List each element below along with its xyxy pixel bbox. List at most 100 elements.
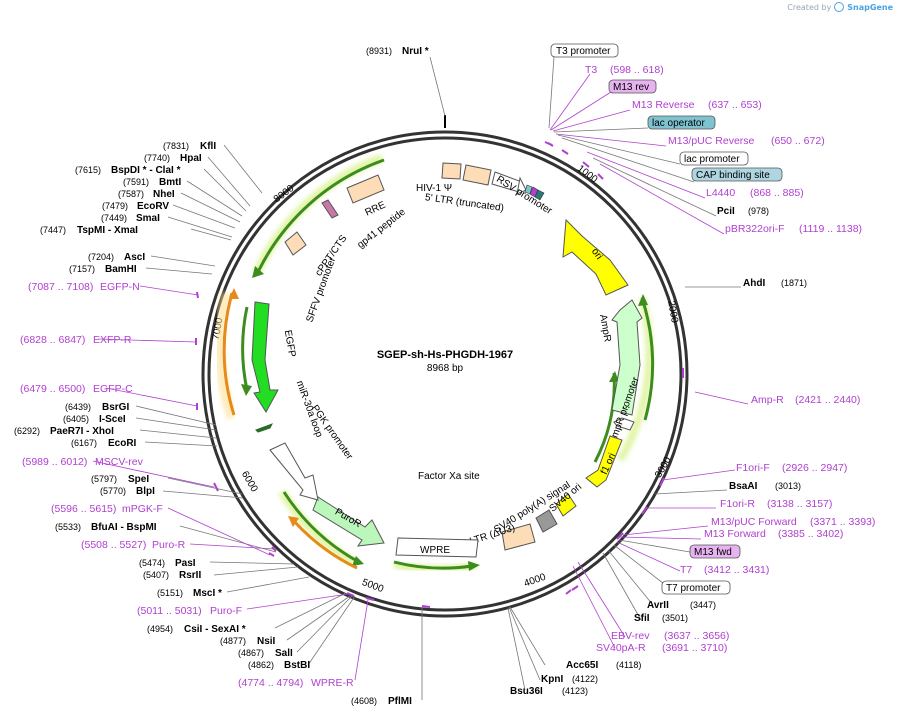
- primer-name-mpgk-f: mPGK-F: [122, 503, 163, 515]
- green-track-right-1: [640, 297, 655, 421]
- feature-3-ltr: [501, 523, 536, 551]
- primer-name-mscv-rev: MSCV-rev: [95, 456, 144, 468]
- credit-brand: SnapGene: [847, 2, 893, 12]
- enzyme-pos-ecori: (6167): [71, 438, 97, 448]
- primer-range-exfp-r: (6828 .. 6847): [20, 334, 85, 346]
- leader-lines: [92, 56, 749, 700]
- enzyme-labels: (8931) NruI * (7831) KflI (7740) HpaI (7…: [14, 46, 807, 707]
- enzyme-pos-acc65i: (4118): [616, 660, 641, 670]
- box-label-t7-promoter: T7 promoter: [666, 583, 721, 594]
- primer-range-l4440: (868 .. 885): [750, 187, 804, 199]
- enzyme-name-nhei: NheI: [153, 189, 175, 200]
- primer-range-f1ori-r: (3138 .. 3157): [767, 498, 832, 510]
- plasmid-name: SGEP-sh-Hs-PHGDH-1967: [377, 349, 513, 361]
- enzyme-pos-bamhi: (7157): [69, 264, 95, 274]
- enzyme-name-ecorv: EcoRV: [137, 201, 169, 212]
- feature-ampr: [611, 299, 643, 416]
- feature-puror: [312, 496, 385, 547]
- label-ori: ori: [589, 246, 604, 261]
- primer-range-f1ori-f: (2926 .. 2947): [782, 462, 847, 474]
- primer-name-f1ori-r: F1ori-R: [720, 498, 755, 510]
- primer-name-t7: T7: [680, 564, 692, 576]
- feature-rre: [346, 174, 385, 204]
- enzyme-name-pasi: PasI: [175, 558, 196, 569]
- enzyme-pos-asci: (7204): [88, 252, 114, 262]
- box-m13-rev: [608, 79, 657, 94]
- green-track-bottom-arrowhead: [468, 561, 480, 571]
- enzyme-name-bsrgi: BsrGI: [102, 402, 129, 413]
- primer-range-ebv-rev: (3637 .. 3656): [664, 630, 729, 642]
- feature-sv40-polya: [535, 509, 558, 533]
- feature-hiv-psi: [441, 162, 462, 180]
- box-lac-operator: [647, 115, 716, 130]
- enzyme-name-bsaai: BsaAI: [729, 481, 758, 492]
- enzyme-pos-pasi: (5474): [139, 558, 165, 568]
- enzyme-name-pcii: PciI: [717, 206, 735, 217]
- label-egfp: EGFP: [282, 329, 298, 358]
- box-t7-promoter: [661, 580, 731, 595]
- enzyme-pos-sali: (4867): [238, 648, 264, 658]
- primer-name-puro-r: Puro-R: [152, 539, 186, 551]
- primer-range-t3: (598 .. 618): [610, 64, 664, 76]
- rsv-promoter-arrowhead: [516, 176, 527, 195]
- feature-ampr-promoter: [613, 417, 635, 431]
- primer-name-l4440: L4440: [706, 187, 735, 199]
- box-label-lac-operator: lac operator: [652, 118, 705, 129]
- primer-name-f1ori-f: F1ori-F: [736, 462, 770, 474]
- enzyme-pos-nhei: (7587): [118, 189, 144, 199]
- enzyme-name-avrii: AvrII: [647, 600, 669, 611]
- primer-labels: T3 (598 .. 618) M13 Reverse (637 .. 653)…: [20, 64, 875, 689]
- enzyme-pos-blpi: (5770): [100, 486, 126, 496]
- enzyme-name-nrui: NruI *: [402, 46, 429, 57]
- enzyme-pos-bspdi: (7615): [75, 165, 101, 175]
- feature-mir30a-loop: [255, 423, 274, 433]
- label-ampr: AmpR: [597, 314, 613, 343]
- enzyme-name-hpai: HpaI: [180, 153, 202, 164]
- enzyme-name-paer7i: PaeR7I - XhoI: [50, 426, 114, 437]
- enzyme-name-rsrii: RsrII: [179, 570, 201, 581]
- tick-label-6000: 6000: [239, 469, 260, 494]
- box-label-m13-rev: M13 rev: [613, 82, 649, 93]
- enzyme-name-bspdi: BspDI * - ClaI *: [111, 165, 181, 176]
- credit-text: Created by: [787, 2, 832, 12]
- orange-track-left: [222, 292, 236, 416]
- orange-track-bottom: [291, 518, 358, 570]
- primer-range-t7: (3412 .. 3431): [704, 564, 769, 576]
- green-track-bottom-left-arrowhead: [352, 556, 364, 566]
- primer-name-wpre-r: WPRE-R: [311, 677, 354, 689]
- enzyme-pos-pcii: (978): [748, 206, 769, 216]
- label-wpre: WPRE: [420, 545, 450, 556]
- snapgene-logo-icon: [834, 2, 845, 12]
- feature-sv40-ori: [555, 493, 577, 517]
- feature-wpre: [395, 537, 479, 558]
- primer-name-m13-reverse: M13 Reverse: [632, 99, 695, 111]
- enzyme-pos-bsu36i: (4123): [562, 686, 588, 696]
- enzyme-name-kpni: KpnI: [541, 674, 563, 685]
- enzyme-name-acc65i: Acc65I: [566, 660, 598, 671]
- enzyme-name-tspmi: TspMI - XmaI: [77, 225, 138, 236]
- box-label-m13-fwd: M13 fwd: [694, 547, 732, 558]
- enzyme-pos-bstbi: (4862): [248, 660, 274, 670]
- box-cap-binding-site: [691, 167, 783, 182]
- enzyme-pos-hpai: (7740): [144, 153, 170, 163]
- primer-name-ebv-rev: EBV-rev: [611, 630, 650, 642]
- orange-track-left-arrowhead: [229, 288, 239, 299]
- primer-name-t3: T3: [585, 64, 597, 76]
- label-gp41-peptide: gp41 peptide: [355, 206, 408, 251]
- boxed-labels: T3 promoter M13 rev lac operator lac pro…: [550, 43, 783, 595]
- primer-range-amp-r: (2421 .. 2440): [795, 394, 860, 406]
- enzyme-name-sfii: SfiI: [634, 613, 650, 624]
- enzyme-pos-paer7i: (6292): [14, 426, 40, 436]
- primer-name-sv40pa-r: SV40pA-R: [596, 642, 646, 654]
- primer-name-puro-f: Puro-F: [210, 605, 242, 617]
- enzyme-name-nsii: NsiI: [257, 636, 276, 647]
- box-lac-promoter: [679, 151, 749, 166]
- snapgene-credit: Created by SnapGene: [787, 2, 893, 12]
- box-m13-fwd: [689, 544, 741, 559]
- green-track-right-1-arrowhead: [638, 294, 648, 306]
- primer-name-m13puc-forward: M13/pUC Forward: [711, 516, 797, 528]
- feature-ori: [562, 218, 629, 296]
- enzyme-name-smai: SmaI: [136, 213, 160, 224]
- enzyme-name-pflmi: PflMI: [388, 696, 412, 707]
